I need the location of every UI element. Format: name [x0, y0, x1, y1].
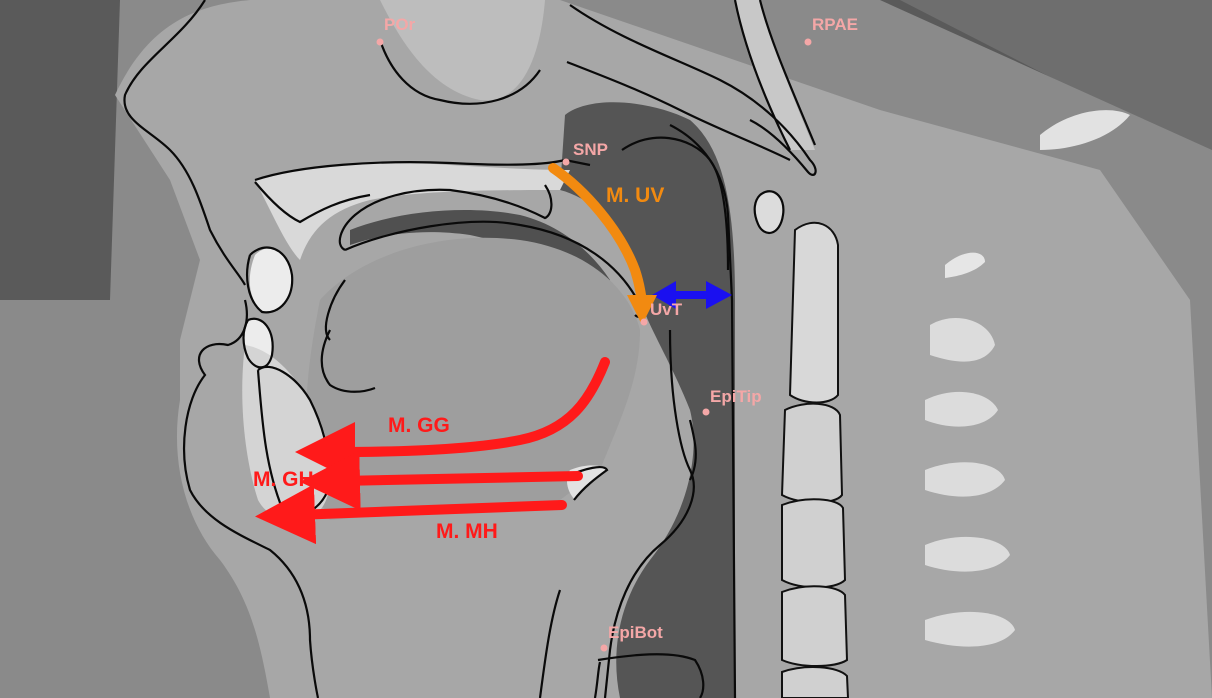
landmark-point-por [377, 39, 384, 46]
muscle-label-gg: M. GG [388, 414, 450, 437]
landmark-point-epibot [601, 645, 608, 652]
landmark-label-rpae: RPAE [812, 15, 858, 34]
landmark-label-uvt: UvT [650, 300, 683, 319]
gh-muscle-arrow [340, 476, 578, 481]
muscle-label-uv: M. UV [606, 184, 664, 207]
landmark-point-rpae [805, 39, 812, 46]
landmark-label-epibot: EpiBot [608, 623, 663, 642]
landmark-label-epitip: EpiTip [710, 387, 762, 406]
muscle-label-mh: M. MH [436, 520, 498, 543]
muscle-label-gh: M. GH [253, 468, 314, 491]
landmark-point-epitip [703, 409, 710, 416]
landmark-label-por: POr [384, 15, 416, 34]
landmark-label-snp: SNP [573, 140, 608, 159]
landmark-point-uvt [641, 319, 648, 326]
landmark-point-snp [563, 159, 570, 166]
